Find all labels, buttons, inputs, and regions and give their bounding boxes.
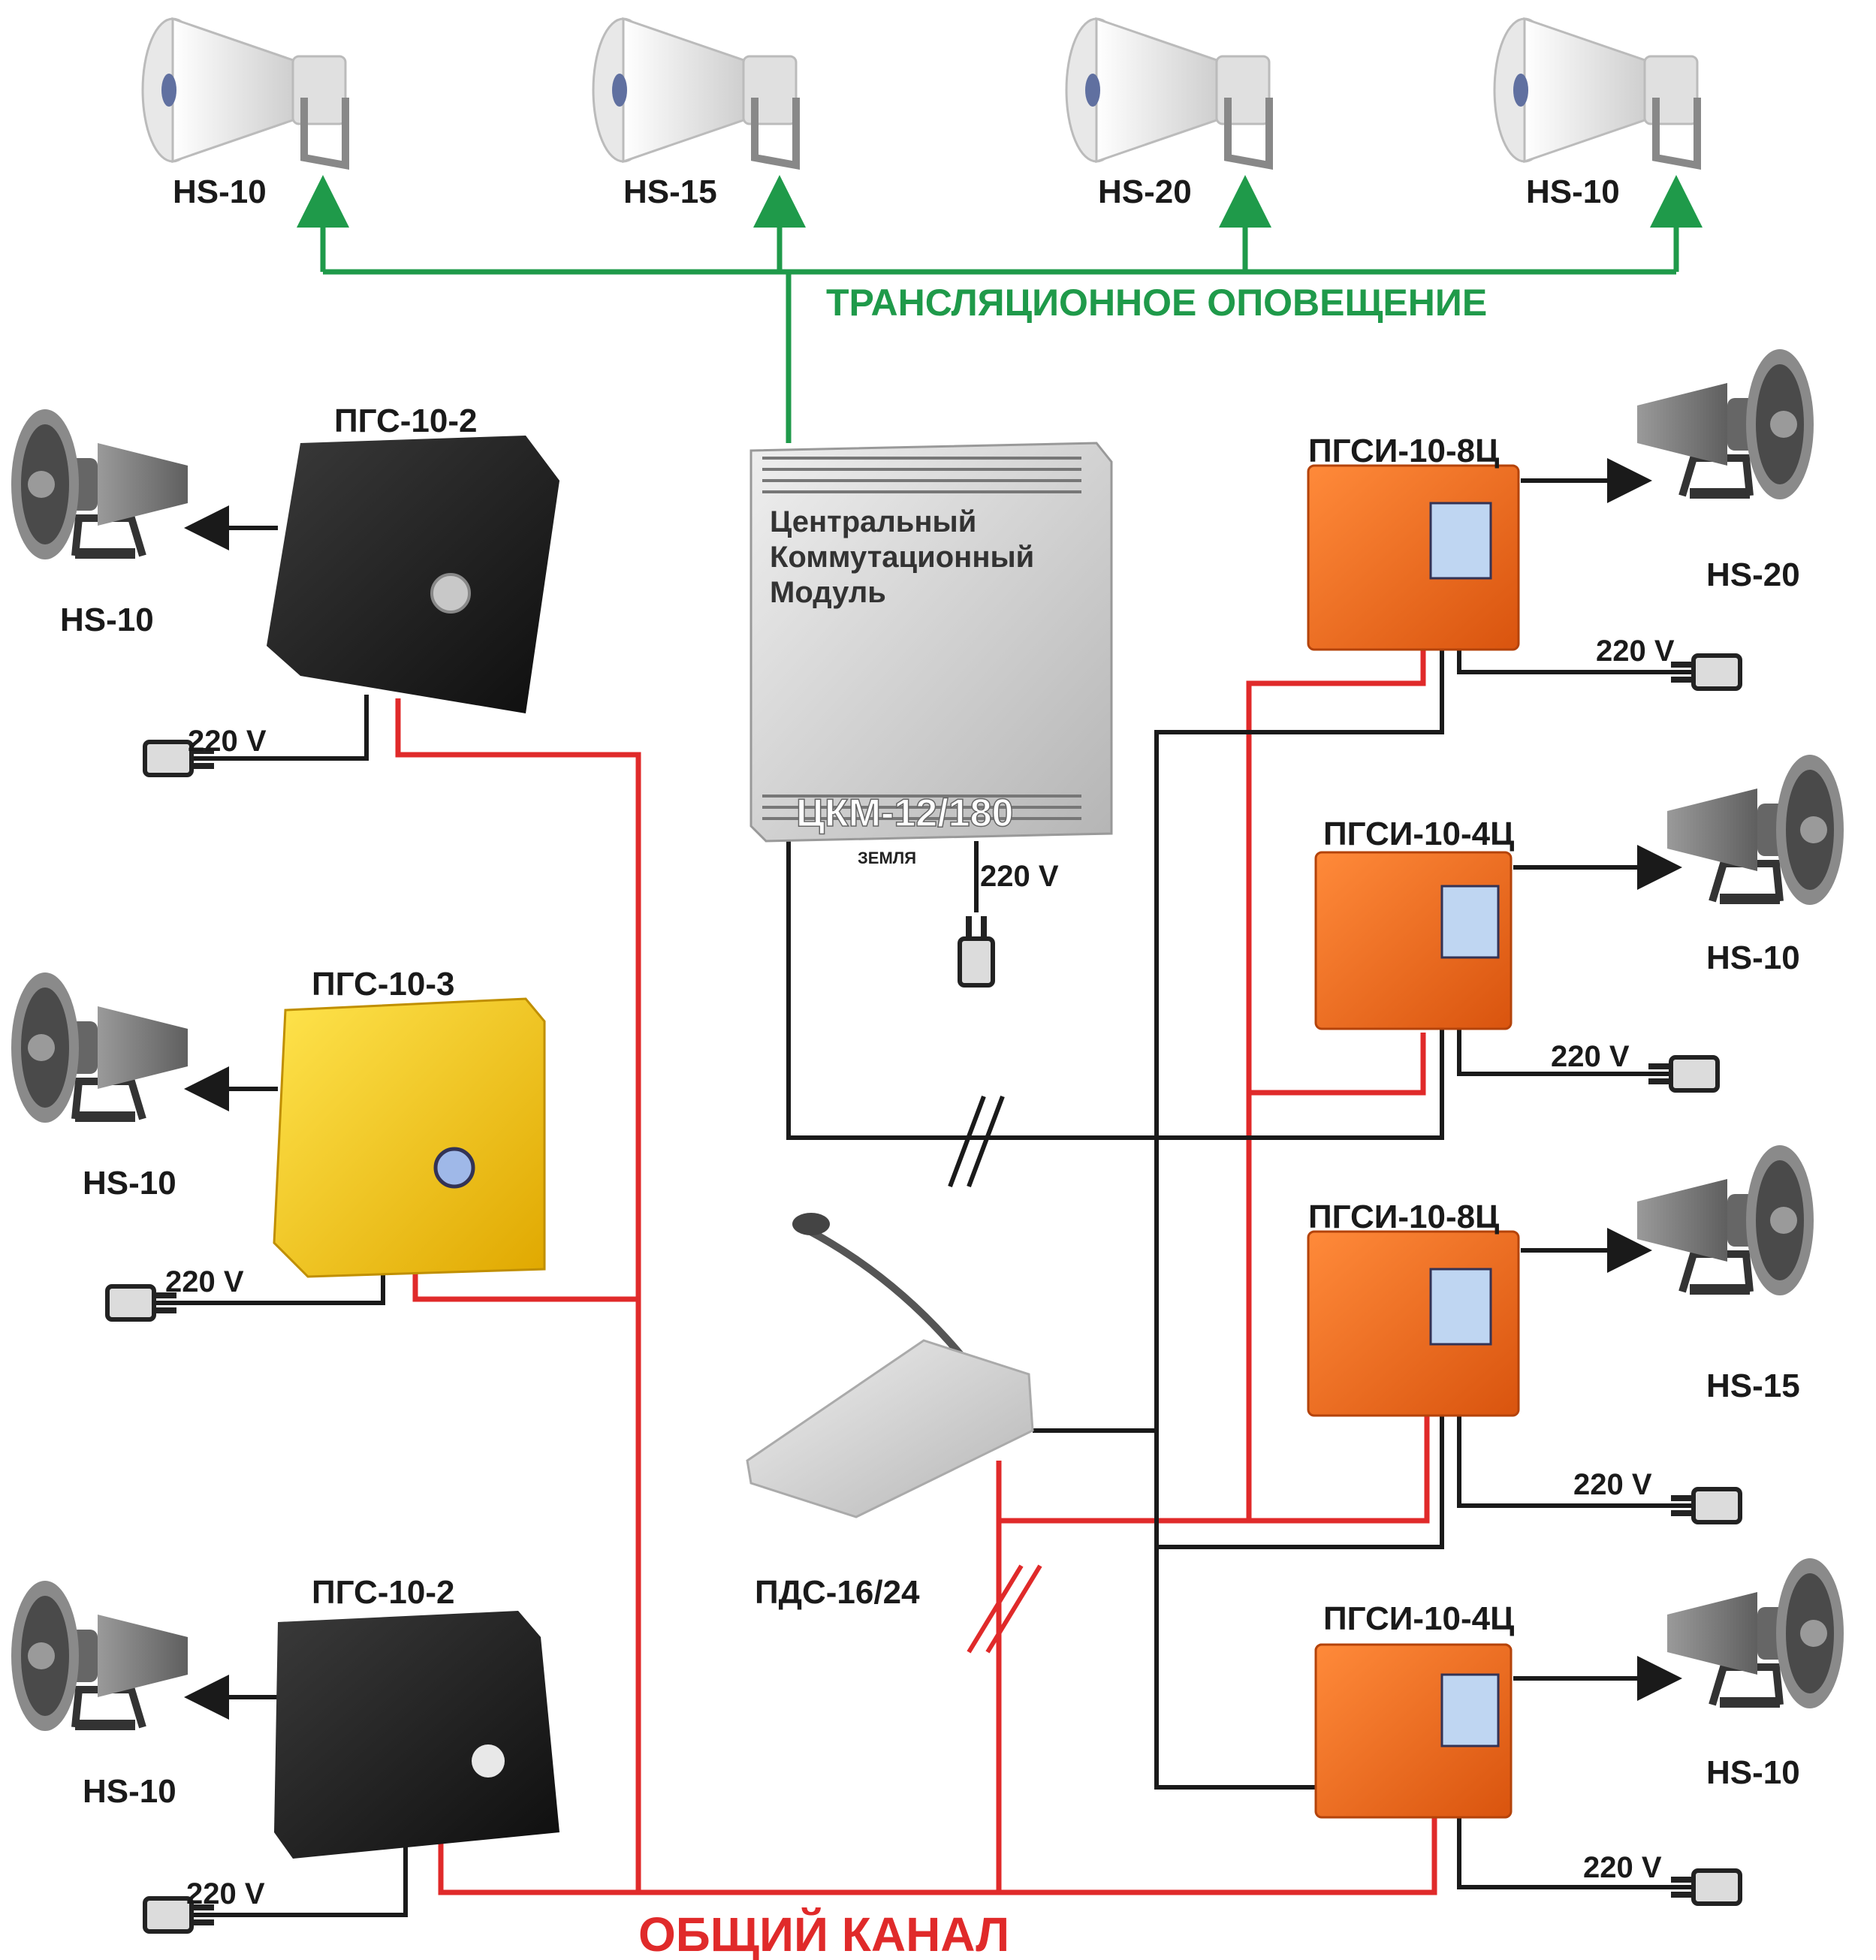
left-unit-speaker-label: HS-10 [83,1165,176,1202]
right-unit-power-label: 220 V [1583,1851,1662,1884]
pgs-unit-yellow [273,997,546,1278]
module-model: ЦКМ-12/180 [796,792,1013,835]
pgs-unit-black-2 [274,1611,559,1859]
right-unit-speaker-label: HS-10 [1706,1754,1800,1791]
horn-speaker-icon [1637,1145,1814,1295]
right-unit-label: ПГСИ-10-4Ц [1323,816,1514,852]
dispatcher-console: ПДС-16/24 [746,1213,1034,1611]
signal-bus [154,458,1694,1917]
right-unit-label: ПГСИ-10-4Ц [1323,1600,1514,1637]
horn-speaker-icon [1667,755,1844,905]
horn-speaker-icon [1637,349,1814,499]
horn-speaker-icon [1667,1558,1844,1708]
horn-speaker-white-icon [593,19,796,165]
module-power-label: 220 V [980,860,1059,893]
right-unit-speaker-label: HS-20 [1706,556,1800,593]
left-unit-speaker-label: HS-10 [83,1773,176,1810]
right-unit-label: ПГСИ-10-8Ц [1308,433,1499,469]
right-units: ПГСИ-10-8Ц HS-20 220 V ПГСИ-10-4Ц HS-10 … [1307,349,1844,1884]
broadcast-bus [297,175,1703,443]
earth-label: ЗЕМЛЯ [858,849,916,867]
central-switching-module: Центральный Коммутационный Модуль ЦКМ-12… [749,442,1113,893]
horn-speaker-white-icon [1494,19,1697,165]
module-title-line2: Коммутационный [770,541,1034,574]
right-unit-power-label: 220 V [1596,635,1675,668]
right-unit-label: ПГСИ-10-8Ц [1308,1199,1499,1235]
left-unit-power-label: 220 V [165,1265,244,1298]
pgsi-unit [1314,1643,1513,1819]
module-title-line1: Центральный [770,505,976,538]
right-unit-speaker-label: HS-10 [1706,939,1800,976]
left-unit-label: ПГС-10-2 [334,403,477,439]
left-unit-power-label: 220 V [186,1877,265,1910]
horn-speaker-icon [11,1581,188,1731]
top-speakers: HS-10 HS-15 HS-20 HS-10 [143,19,1697,210]
broadcast-line-label: ТРАНСЛЯЦИОННОЕ ОПОВЕЩЕНИЕ [826,282,1487,324]
pgsi-unit [1314,851,1513,1030]
left-units: ПГС-10-2 HS-10 220 V ПГС-10-3 HS-10 220 … [11,403,559,1910]
left-unit-speaker-label: HS-10 [60,602,154,638]
left-unit-label: ПГС-10-2 [312,1574,454,1611]
horn-speaker-icon [11,409,188,559]
top-speaker-label: HS-10 [173,173,267,210]
horn-speaker-icon [11,972,188,1123]
horn-speaker-white-icon [143,19,345,165]
cable-slash-marks [948,1095,1042,1654]
left-unit-power-label: 220 V [188,725,267,758]
horn-speaker-white-icon [1066,19,1269,165]
pgs-unit-black [267,436,559,713]
left-unit-label: ПГС-10-3 [312,966,454,1003]
right-unit-power-label: 220 V [1551,1040,1630,1073]
right-unit-speaker-label: HS-15 [1706,1367,1800,1404]
top-speaker-label: HS-15 [623,173,717,210]
top-speaker-label: HS-10 [1526,173,1620,210]
right-unit-power-label: 220 V [1573,1468,1652,1501]
top-speaker-label: HS-20 [1098,173,1192,210]
pgsi-unit [1307,1230,1520,1417]
module-title-line3: Модуль [770,576,886,609]
pgsi-unit [1307,464,1520,651]
common-channel-label: ОБЩИЙ КАНАЛ [638,1907,1009,1960]
console-label: ПДС-16/24 [755,1574,920,1611]
